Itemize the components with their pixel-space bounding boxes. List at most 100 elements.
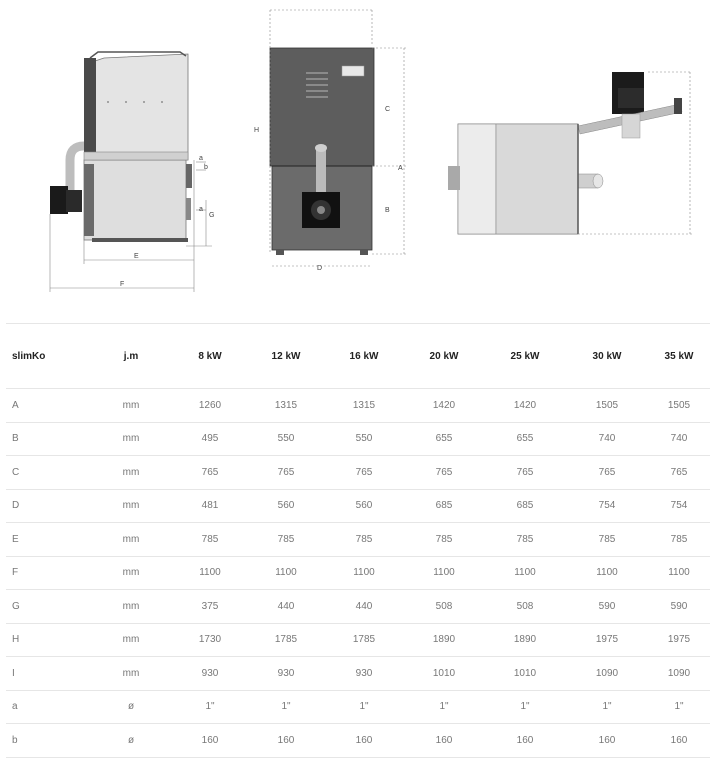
header-12kw: 12 kW <box>248 323 324 389</box>
unit-cell: mm <box>90 522 172 557</box>
value-cell: 1260 <box>172 388 248 423</box>
value-cell: 508 <box>484 589 566 624</box>
front-view-drawing: H C A B D <box>254 9 406 272</box>
header-30kw: 30 kW <box>566 323 648 389</box>
value-cell: 1505 <box>566 388 648 423</box>
value-cell: 785 <box>404 522 484 557</box>
table-header-row: slimKo j.m 8 kW 12 kW 16 kW 20 kW 25 kW … <box>6 323 710 389</box>
value-cell: 685 <box>404 489 484 523</box>
value-cell: 1090 <box>566 656 648 691</box>
unit-cell: mm <box>90 422 172 456</box>
row-label-cell: E <box>6 522 90 557</box>
value-cell: 765 <box>324 455 404 490</box>
value-cell: 1" <box>172 690 248 724</box>
dim-label-H: H <box>254 127 259 134</box>
value-cell: 765 <box>484 455 566 490</box>
value-cell: 590 <box>566 589 648 624</box>
value-cell: 160 <box>172 723 248 758</box>
dim-label-b: b <box>204 164 208 171</box>
value-cell: 1100 <box>248 556 324 590</box>
value-cell: 160 <box>648 723 710 758</box>
row-label-cell: b <box>6 723 90 758</box>
value-cell: 685 <box>484 489 566 523</box>
value-cell: 785 <box>172 522 248 557</box>
value-cell: 1730 <box>172 623 248 657</box>
header-20kw: 20 kW <box>404 323 484 389</box>
value-cell: 1420 <box>404 388 484 423</box>
value-cell: 1100 <box>648 556 710 590</box>
value-cell: 1100 <box>172 556 248 590</box>
dim-label-D: D <box>317 265 322 272</box>
dim-label-a-upper: a <box>199 155 203 162</box>
value-cell: 160 <box>566 723 648 758</box>
row-label-cell: C <box>6 455 90 490</box>
row-label-cell: H <box>6 623 90 657</box>
value-cell: 1890 <box>404 623 484 657</box>
unit-cell: ø <box>90 690 172 724</box>
value-cell: 550 <box>248 422 324 456</box>
value-cell: 1785 <box>248 623 324 657</box>
side-view-drawing: a b a G E F <box>49 51 214 292</box>
value-cell: 1090 <box>648 656 710 691</box>
row-label-cell: A <box>6 388 90 423</box>
value-cell: 655 <box>404 422 484 456</box>
dim-label-a-lower: a <box>199 206 203 213</box>
value-cell: 1890 <box>484 623 566 657</box>
value-cell: 1975 <box>566 623 648 657</box>
value-cell: 740 <box>648 422 710 456</box>
unit-cell: mm <box>90 489 172 523</box>
value-cell: 1" <box>324 690 404 724</box>
value-cell: 1100 <box>566 556 648 590</box>
value-cell: 1" <box>404 690 484 724</box>
value-cell: 1315 <box>324 388 404 423</box>
value-cell: 1975 <box>648 623 710 657</box>
value-cell: 440 <box>248 589 324 624</box>
value-cell: 765 <box>172 455 248 490</box>
unit-cell: ø <box>90 723 172 758</box>
value-cell: 160 <box>404 723 484 758</box>
spec-table: slimKo j.m 8 kW 12 kW 16 kW 20 kW 25 kW … <box>6 323 710 758</box>
value-cell: 1785 <box>324 623 404 657</box>
value-cell: 550 <box>324 422 404 456</box>
dim-label-E: E <box>134 253 139 260</box>
value-cell: 930 <box>172 656 248 691</box>
unit-cell: mm <box>90 455 172 490</box>
dim-label-B: B <box>385 207 390 214</box>
value-cell: 1010 <box>404 656 484 691</box>
value-cell: 160 <box>484 723 566 758</box>
value-cell: 655 <box>484 422 566 456</box>
dim-label-F: F <box>120 281 124 288</box>
value-cell: 1" <box>566 690 648 724</box>
unit-cell: mm <box>90 388 172 423</box>
value-cell: 785 <box>484 522 566 557</box>
value-cell: 481 <box>172 489 248 523</box>
value-cell: 765 <box>404 455 484 490</box>
value-cell: 754 <box>566 489 648 523</box>
value-cell: 1100 <box>324 556 404 590</box>
dimension-drawings: a b a G E F <box>49 9 692 292</box>
value-cell: 765 <box>648 455 710 490</box>
value-cell: 930 <box>248 656 324 691</box>
top-view-drawing <box>448 71 692 235</box>
value-cell: 765 <box>566 455 648 490</box>
header-16kw: 16 kW <box>324 323 404 389</box>
value-cell: 375 <box>172 589 248 624</box>
value-cell: 1505 <box>648 388 710 423</box>
dim-label-G: G <box>209 212 214 219</box>
header-25kw: 25 kW <box>484 323 566 389</box>
value-cell: 1100 <box>404 556 484 590</box>
row-label-cell: a <box>6 690 90 724</box>
value-cell: 765 <box>248 455 324 490</box>
row-label-cell: F <box>6 556 90 590</box>
value-cell: 1010 <box>484 656 566 691</box>
value-cell: 1100 <box>484 556 566 590</box>
unit-cell: mm <box>90 589 172 624</box>
value-cell: 785 <box>248 522 324 557</box>
